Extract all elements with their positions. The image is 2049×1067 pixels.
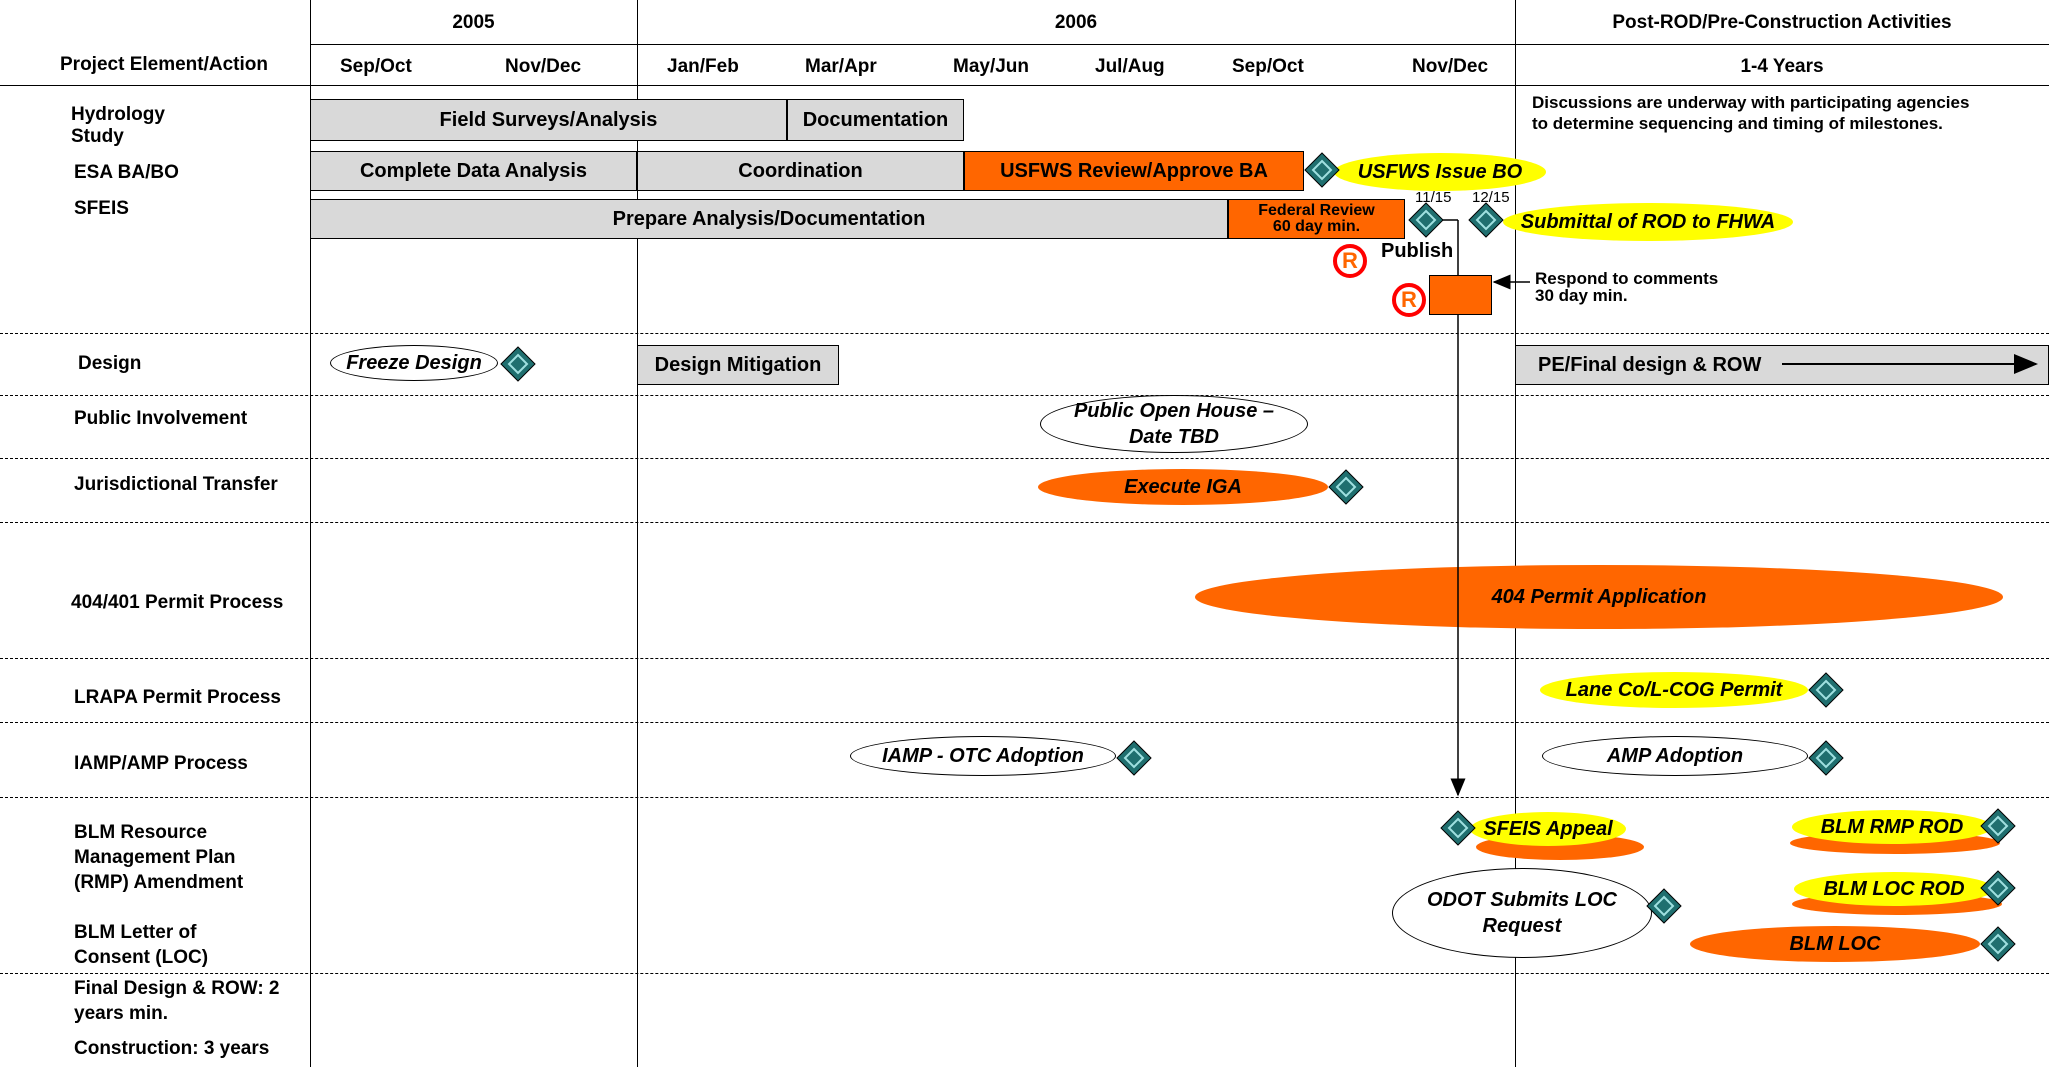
row-divider [0,797,2049,798]
row-label-hydrology: Hydrology Study [71,104,165,147]
odot-line2: Request [1482,915,1562,937]
discussions-note: Discussions are underway with participat… [1532,92,1969,134]
milestone-diamond-icon [1468,202,1504,238]
milestone-diamond-icon [1980,808,2016,844]
federal-review-line1: Federal Review [1258,202,1375,219]
respond-note: Respond to comments 30 day min. [1535,270,1718,304]
bar-usfws-review: USFWS Review/Approve BA [964,151,1304,191]
ellipse-lane-co-permit: Lane Co/L-COG Permit [1540,672,1808,708]
bar-pe-final-design: PE/Final design & ROW [1515,345,2049,385]
milestone-diamond-icon [1116,740,1152,776]
grid-line-2006-start [637,0,638,1067]
period-sep-oct-2006: Sep/Oct [1232,56,1304,77]
period-sep-oct-2005: Sep/Oct [340,56,412,77]
period-jan-feb: Jan/Feb [667,56,739,77]
milestone-diamond-icon [1328,469,1364,505]
federal-review-line2: 60 day min. [1272,218,1361,235]
row-label-jurisdictional-transfer: Jurisdictional Transfer [74,474,278,495]
row-label-iamp: IAMP/AMP Process [74,753,248,774]
ellipse-sfeis-appeal: SFEIS Appeal [1470,812,1626,846]
ellipse-blm-loc: BLM LOC [1690,926,1980,962]
publish-label: Publish [1381,240,1454,262]
row-label-final-design: Final Design & ROW: 2 years min. [74,978,280,1024]
row-label-blm-rmp: BLM Resource Management Plan (RMP) Amend… [74,822,244,893]
grid-line-2005-start [310,0,311,1067]
bar-complete-data-analysis: Complete Data Analysis [310,151,637,191]
ellipse-blm-loc-rod: BLM LOC ROD [1794,872,1994,906]
row-divider [0,658,2049,659]
date-11-15: 11/15 [1415,189,1452,206]
ellipse-blm-rmp-rod: BLM RMP ROD [1792,810,1992,844]
bar-coordination: Coordination [637,151,964,191]
milestone-diamond-icon [1808,672,1844,708]
period-1-4-years: 1-4 Years [1740,56,1824,77]
row-label-esa: ESA BA/BO [74,162,179,183]
row-label-design: Design [78,353,142,374]
period-jul-aug: Jul/Aug [1095,56,1165,77]
ellipse-amp-adoption: AMP Adoption [1542,736,1808,776]
ellipse-freeze-design: Freeze Design [330,345,498,381]
row-label-public-involvement: Public Involvement [74,408,248,429]
milestone-diamond-icon [500,346,536,382]
milestone-diamond-icon [1304,152,1340,188]
row-label-lrapa: LRAPA Permit Process [74,687,281,708]
milestone-diamond-icon [1808,740,1844,776]
respond-note-line1: Respond to comments [1535,269,1719,288]
ellipse-usfws-issue-bo: USFWS Issue BO [1334,153,1546,191]
date-12-15: 12/15 [1472,189,1510,206]
row-divider [0,522,2049,523]
year-post-rod: Post-ROD/Pre-Construction Activities [1612,12,1952,33]
year-2006: 2006 [1054,12,1098,33]
row-divider [0,395,2049,396]
ellipse-404-permit-application: 404 Permit Application [1195,565,2003,629]
bar-respond-comments [1429,275,1492,315]
milestone-diamond-icon [1440,810,1476,846]
bar-documentation: Documentation [787,99,964,141]
milestone-diamond-icon [1980,870,2016,906]
ellipse-public-open-house: Public Open House – Date TBD [1040,395,1308,453]
bar-field-surveys: Field Surveys/Analysis [310,99,787,141]
header-year-divider [310,44,2049,45]
bar-design-mitigation: Design Mitigation [637,345,839,385]
open-house-line2: Date TBD [1128,426,1219,448]
bar-prepare-analysis: Prepare Analysis/Documentation [310,199,1228,239]
ellipse-odot-submits-loc: ODOT Submits LOC Request [1392,868,1652,958]
period-nov-dec-2005: Nov/Dec [505,56,582,77]
corner-label: Project Element/Action [60,54,268,75]
pe-final-label: PE/Final design & ROW [1538,353,1762,376]
row-label-blm-loc: BLM Letter of Consent (LOC) [74,922,209,968]
row-label-construction: Construction: 3 years [74,1038,270,1059]
ellipse-execute-iga: Execute IGA [1038,469,1328,505]
period-mar-apr: Mar/Apr [805,56,877,77]
ellipse-submittal-rod: Submittal of ROD to FHWA [1503,203,1793,241]
row-divider [0,333,2049,334]
milestone-diamond-icon [1980,926,2016,962]
review-r-icon: R [1392,283,1426,317]
milestone-diamond-icon [1408,202,1444,238]
period-nov-dec-2006: Nov/Dec [1412,56,1489,77]
discussions-note-line1: Discussions are underway with participat… [1532,93,1970,112]
period-may-jun: May/Jun [953,56,1030,77]
bar-federal-review: Federal Review 60 day min. [1228,199,1405,239]
row-divider [0,722,2049,723]
milestone-diamond-icon [1646,888,1682,924]
row-label-404-401: 404/401 Permit Process [71,592,284,613]
row-divider [0,973,2049,974]
respond-note-line2: 30 day min. [1535,286,1628,305]
odot-line1: ODOT Submits LOC [1427,889,1617,911]
ellipse-iamp-otc-adoption: IAMP - OTC Adoption [850,736,1116,776]
open-house-line1: Public Open House – [1073,400,1275,422]
review-r-icon: R [1333,244,1367,278]
row-divider [0,458,2049,459]
header-bottom-rule [0,85,2049,86]
row-label-sfeis: SFEIS [74,198,129,219]
grid-line-post-rod-start [1515,0,1516,1067]
discussions-note-line2: to determine sequencing and timing of mi… [1532,114,1943,133]
year-2005: 2005 [452,12,495,33]
